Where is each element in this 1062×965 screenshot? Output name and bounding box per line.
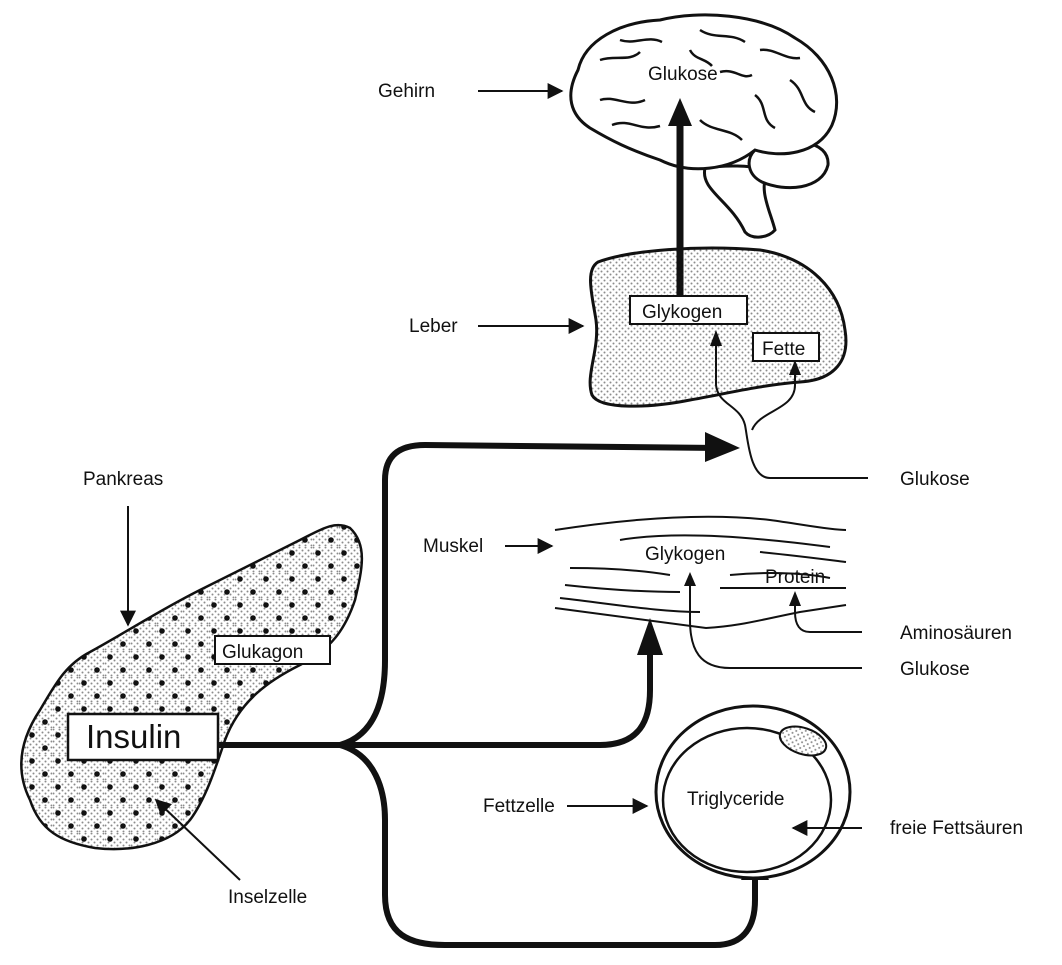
glukagon-label: Glukagon [222,642,303,663]
inselzelle-pointer-arrow [156,800,240,880]
freie-fettsaeuren-label: freie Fettsäuren [890,818,1023,839]
aminosaeuren-label: Aminosäuren [900,623,1012,644]
inselzelle-label: Inselzelle [228,887,307,908]
liver-fette-label: Fette [762,339,805,360]
brain-glukose-label: Glukose [648,64,718,85]
pankreas-label: Pankreas [83,469,163,490]
insulin-to-muscle-arrowhead [637,618,663,655]
brain [571,15,837,237]
leber-label: Leber [409,316,458,337]
gehirn-label: Gehirn [378,81,435,102]
insulin-to-liver-path [340,445,720,745]
muscle-glukose-input-line [690,584,862,668]
muscle-aminosaeuren-head [789,591,801,606]
cerebrum [571,15,837,169]
liver [590,248,846,406]
muskel-label: Muskel [423,536,483,557]
liver-glykogen-label: Glykogen [642,302,722,323]
triglyceride-label: Triglyceride [687,789,785,810]
muscle-glukose-in-label: Glukose [900,659,970,680]
insulin-output-arrows [218,445,755,945]
muscle-glykogen-label: Glykogen [645,544,725,565]
fettzelle-label: Fettzelle [483,796,555,817]
insulin-to-liver-arrowhead [705,432,740,462]
pancreas [21,525,362,849]
muscle-glukose-head [684,572,696,586]
liver-glukose-in-label: Glukose [900,469,970,490]
insulin-label: Insulin [86,718,181,755]
muscle-protein-label: Protein [765,567,825,588]
